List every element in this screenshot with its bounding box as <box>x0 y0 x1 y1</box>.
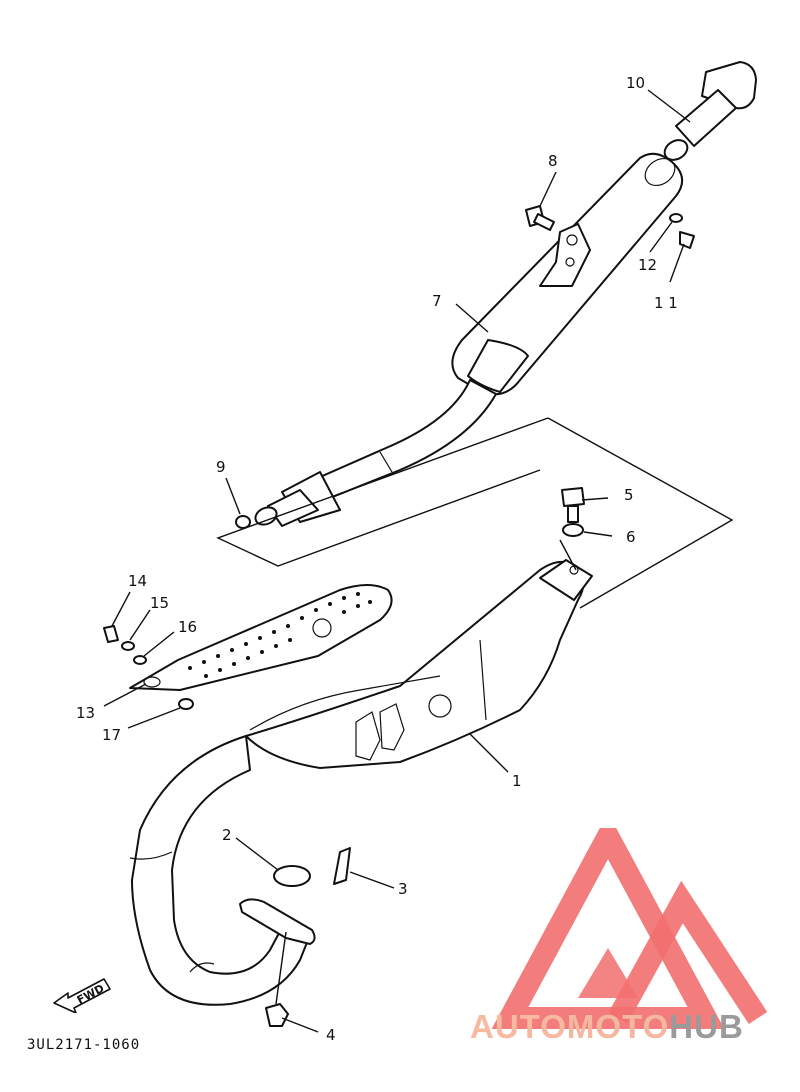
heat-guard-part-13 <box>129 584 393 691</box>
leader-lines <box>103 89 691 1033</box>
callouts: 10 8 7 9 12 1 1 5 6 1 2 3 4 14 15 16 13 … <box>76 74 678 1044</box>
drawing-number: 3UL2171-1060 <box>27 1037 141 1053</box>
callout-15: 15 <box>150 594 169 612</box>
stud-part-3 <box>333 847 351 885</box>
watermark-text: AUTOMOTOHUB <box>470 1008 744 1046</box>
watermark-part-moto: MOTO <box>566 1008 670 1045</box>
callout-2: 2 <box>222 826 232 844</box>
washer-part-17 <box>178 698 194 710</box>
nut-part-4 <box>265 1003 289 1027</box>
callout-7: 7 <box>432 292 442 310</box>
bolt-part-5 <box>561 487 585 523</box>
screw-part-11 <box>669 213 695 249</box>
callout-11: 1 1 <box>654 294 678 312</box>
watermark-part-hub: HUB <box>669 1008 744 1045</box>
watermark-part-auto: AUTO <box>470 1008 567 1045</box>
callout-5: 5 <box>624 486 634 504</box>
expansion-chamber-part-1 <box>129 559 593 1006</box>
gasket-part-2 <box>273 865 311 887</box>
washer-part-6 <box>562 523 584 537</box>
bolt-part-8 <box>525 205 555 231</box>
callout-17: 17 <box>102 726 121 744</box>
silencer-part-7 <box>254 61 757 527</box>
callout-13: 13 <box>76 704 95 722</box>
callout-3: 3 <box>398 880 408 898</box>
callout-9: 9 <box>216 458 226 476</box>
callout-6: 6 <box>626 528 636 546</box>
fwd-arrow-icon: FWD <box>53 978 111 1013</box>
callout-1: 1 <box>512 772 522 790</box>
fastener-parts-14-15-16 <box>103 625 147 665</box>
callout-4: 4 <box>326 1026 336 1044</box>
callout-16: 16 <box>178 618 197 636</box>
callout-12: 12 <box>638 256 657 274</box>
callout-8: 8 <box>548 152 558 170</box>
callout-10: 10 <box>626 74 645 92</box>
gasket-part-9 <box>235 515 251 529</box>
assembly-outline <box>216 417 734 609</box>
callout-14: 14 <box>128 572 147 590</box>
automotohub-logo-icon <box>491 828 768 1029</box>
